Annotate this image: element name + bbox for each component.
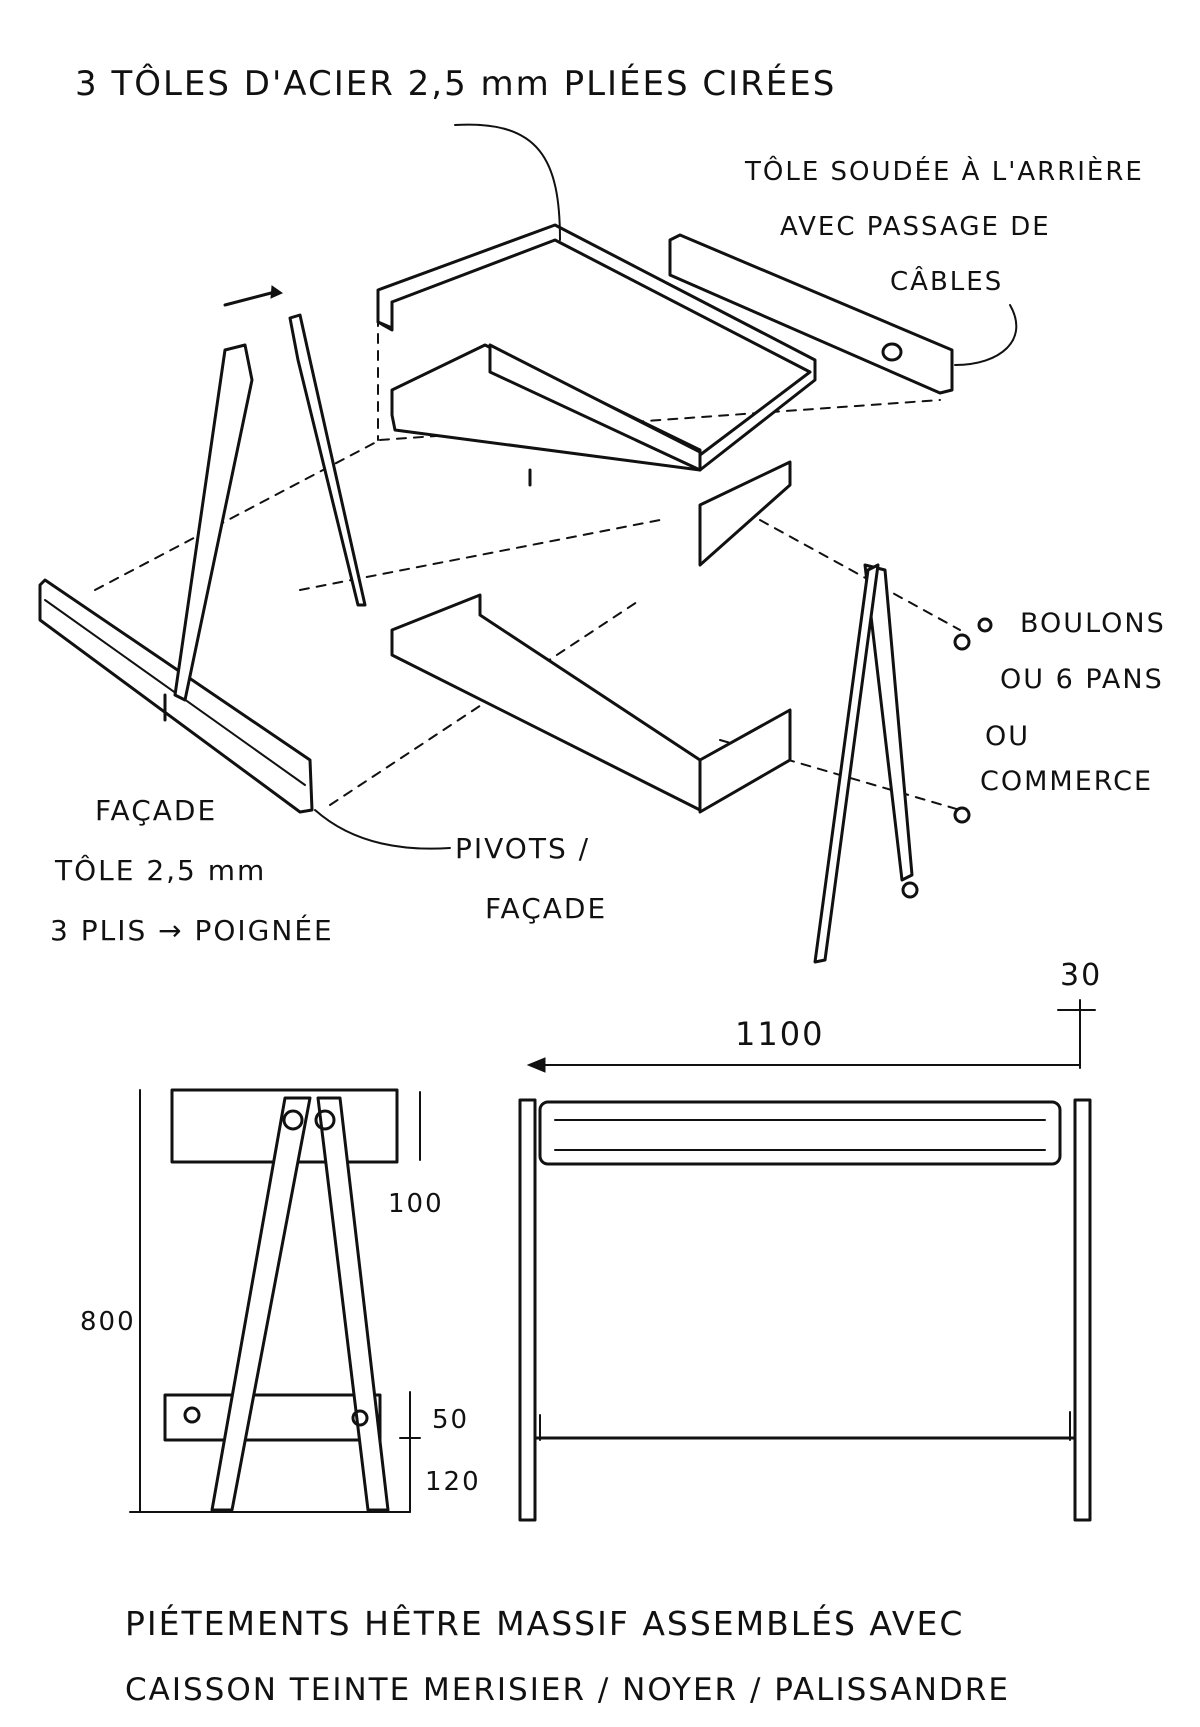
rear-steel-sheet bbox=[668, 233, 954, 395]
middle-steel-sheet bbox=[390, 343, 792, 567]
bolt-1 bbox=[953, 633, 971, 651]
label-bolts-2: OU 6 PANS bbox=[1000, 664, 1164, 695]
front-elevation: 1100 30 bbox=[518, 958, 1102, 1522]
side-elevation: 800 100 50 120 bbox=[80, 1088, 481, 1513]
label-facade-1: FAÇADE bbox=[95, 794, 217, 827]
top-steel-sheet bbox=[376, 223, 817, 472]
side-pivot-top-2 bbox=[314, 1109, 336, 1131]
label-pivots-1: PIVOTS / bbox=[455, 832, 590, 865]
label-facade-2: TÔLE 2,5 mm bbox=[54, 853, 266, 887]
label-rear-sheet-3: CÂBLES bbox=[890, 265, 1003, 297]
side-leg-front bbox=[210, 1096, 312, 1512]
lower-steel-sheet bbox=[390, 593, 792, 814]
label-bolts-4: COMMERCE bbox=[980, 766, 1153, 797]
leader-steel-sheets bbox=[454, 123, 561, 241]
dim-height: 800 bbox=[80, 1307, 136, 1337]
cable-passage-hole bbox=[881, 342, 903, 362]
label-bolts-1: BOULONS bbox=[1020, 608, 1166, 639]
side-pivot-low-1 bbox=[183, 1406, 201, 1424]
bolt-4 bbox=[977, 617, 993, 633]
label-facade-3: 3 PLIS → POIGNÉE bbox=[50, 913, 334, 947]
front-right-leg bbox=[1073, 1098, 1092, 1522]
front-top-drawer bbox=[538, 1100, 1062, 1166]
dim-depth-offset: 30 bbox=[1060, 958, 1102, 993]
front-left-leg bbox=[518, 1098, 537, 1522]
label-rear-sheet-2: AVEC PASSAGE DE bbox=[780, 212, 1051, 242]
side-lower-bar bbox=[163, 1393, 382, 1442]
side-pivot-top-1 bbox=[282, 1109, 304, 1131]
dim-lower-bar: 50 bbox=[432, 1405, 469, 1435]
leader-rear-sheet bbox=[954, 304, 1018, 366]
caption-line-1: PIÉTEMENTS HÊTRE MASSIF ASSEMBLÉS AVEC bbox=[125, 1603, 964, 1643]
label-steel-sheets: 3 TÔLES D'ACIER 2,5 mm PLIÉES CIRÉES bbox=[75, 63, 836, 104]
right-leg-pair bbox=[813, 563, 914, 964]
dim-lower-gap: 120 bbox=[425, 1467, 481, 1497]
side-leg-rear bbox=[316, 1096, 390, 1512]
label-bolts-3: OU bbox=[985, 721, 1030, 752]
leader-pivots bbox=[314, 809, 451, 850]
dim-top-band: 100 bbox=[388, 1189, 444, 1219]
exploded-view bbox=[38, 123, 1018, 964]
label-pivots-2: FAÇADE bbox=[485, 892, 607, 925]
dim-width: 1100 bbox=[735, 1015, 824, 1053]
label-rear-sheet-1: TÔLE SOUDÉE À L'ARRIÈRE bbox=[744, 155, 1144, 187]
caption: PIÉTEMENTS HÊTRE MASSIF ASSEMBLÉS AVEC C… bbox=[125, 1603, 1010, 1708]
bolt-3 bbox=[901, 881, 919, 899]
side-pivot-low-2 bbox=[351, 1409, 369, 1427]
caption-line-2: CAISSON TEINTE MERISIER / NOYER / PALISS… bbox=[125, 1672, 1010, 1708]
exploded-labels: 3 TÔLES D'ACIER 2,5 mm PLIÉES CIRÉES TÔL… bbox=[50, 63, 1166, 947]
bolts bbox=[901, 617, 993, 899]
left-leg-pair bbox=[173, 285, 367, 702]
bolt-2 bbox=[953, 806, 971, 824]
